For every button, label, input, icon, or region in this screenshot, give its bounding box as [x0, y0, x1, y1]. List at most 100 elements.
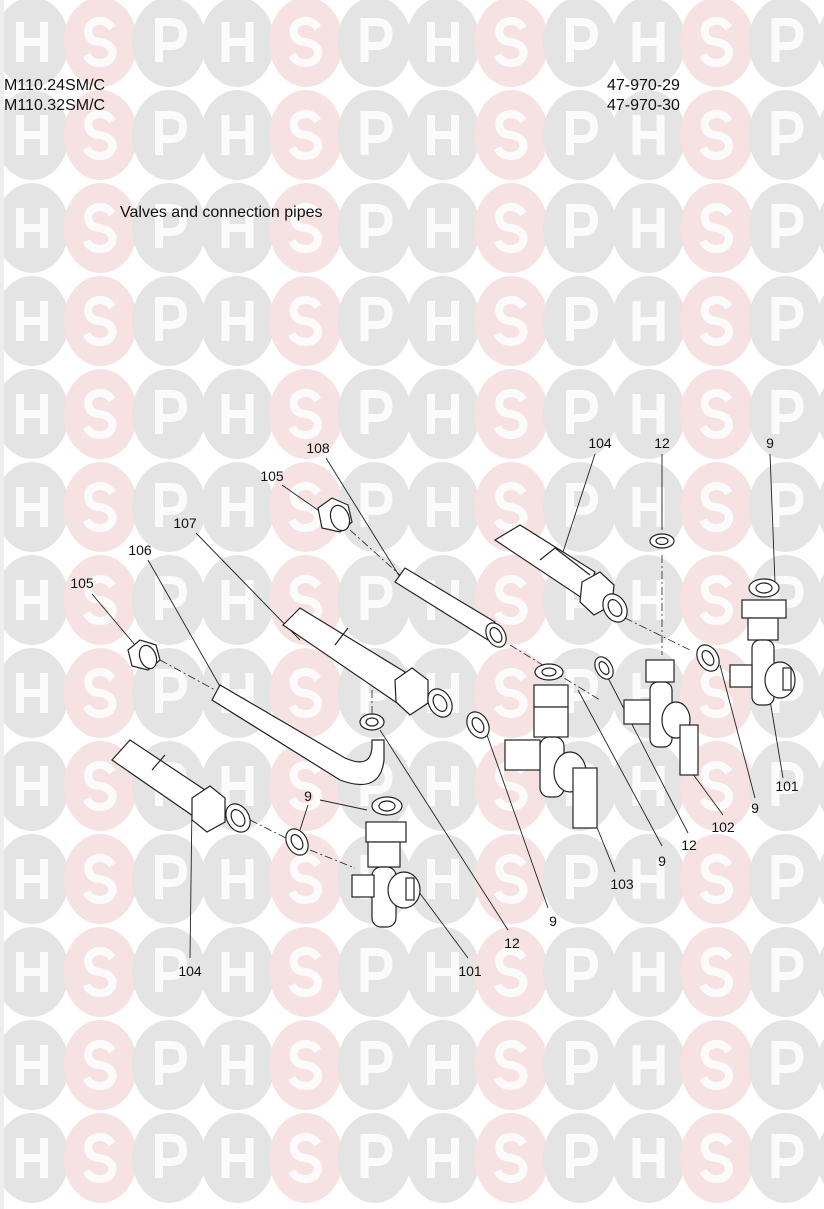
watermark-letter-h	[221, 580, 254, 620]
watermark-p-circle	[132, 276, 206, 366]
watermark-letter-p	[566, 855, 599, 899]
watermark-p-circle	[748, 741, 823, 831]
callout-108[interactable]: 108	[306, 440, 330, 456]
watermark-p-circle	[337, 90, 412, 180]
pipe-108	[394, 567, 507, 648]
watermark-s-circle	[269, 276, 343, 366]
watermark-h-circle	[817, 108, 824, 162]
watermark-s-circle	[63, 183, 138, 273]
watermark-letter-s	[493, 109, 528, 161]
watermark-p-circle	[132, 90, 206, 180]
watermark-s-circle	[269, 648, 343, 738]
callout-9-lower[interactable]: 9	[304, 788, 312, 804]
watermark-s-circle	[474, 0, 549, 87]
watermark-letter-h	[16, 208, 48, 248]
watermark-p-circle	[337, 1113, 412, 1203]
watermark-letter-s	[82, 1039, 117, 1091]
watermark-letter-h	[427, 301, 459, 341]
callout-104-lower[interactable]: 104	[178, 963, 202, 979]
watermark-letter-p	[566, 111, 599, 155]
watermark-p-circle	[748, 90, 823, 180]
watermark-p-circle	[132, 927, 206, 1017]
watermark-h-circle	[817, 1131, 824, 1185]
watermark-h-circle	[817, 852, 824, 906]
watermark-letter-h	[427, 394, 459, 434]
watermark-letter-h	[16, 301, 48, 341]
watermark-letter-p	[771, 390, 804, 434]
watermark-s-circle	[269, 90, 343, 180]
watermark-s-circle	[680, 0, 754, 87]
watermark-letter-h	[221, 859, 254, 899]
watermark-letter-h	[632, 859, 665, 899]
pipe-104-upper	[493, 524, 628, 623]
watermark-s-circle	[474, 1113, 549, 1203]
watermark-s-circle	[269, 183, 343, 273]
watermark-letter-s	[288, 481, 323, 533]
watermark-h-circle	[0, 834, 69, 924]
watermark-s-circle	[680, 462, 754, 552]
watermark-letter-p	[360, 1134, 393, 1178]
watermark-h-circle	[406, 90, 480, 180]
watermark-letter-s	[288, 1039, 323, 1091]
callout-101-lower[interactable]: 101	[458, 963, 482, 979]
callout-9-top[interactable]: 9	[766, 435, 774, 451]
callout-105-upper[interactable]: 105	[260, 468, 284, 484]
watermark-p-circle	[337, 927, 412, 1017]
watermark-p-circle	[337, 462, 412, 552]
watermark-letter-p	[566, 669, 599, 713]
watermark-h-circle	[0, 1020, 69, 1110]
watermark-s-circle	[63, 834, 138, 924]
callout-9-center[interactable]: 9	[549, 913, 557, 929]
callout-102[interactable]: 102	[711, 819, 735, 835]
callout-107[interactable]: 107	[173, 515, 197, 531]
watermark-letter-h	[427, 208, 459, 248]
valve-102	[623, 659, 699, 776]
watermark-letter-s	[699, 295, 734, 347]
valve-101-right	[729, 599, 796, 706]
pipe-106	[211, 684, 385, 786]
callout-101-right[interactable]: 101	[775, 778, 799, 794]
watermark-h-circle	[200, 834, 275, 924]
watermark-s-circle	[680, 1113, 754, 1203]
watermark-letter-h	[632, 1045, 665, 1085]
watermark-letter-s	[82, 481, 117, 533]
watermark-s-circle	[63, 276, 138, 366]
callout-104-upper[interactable]: 104	[588, 435, 612, 451]
watermark-letter-h	[221, 22, 254, 62]
watermark-s-circle	[63, 90, 138, 180]
watermark-letter-p	[566, 1041, 599, 1085]
callout-9-mid[interactable]: 9	[658, 853, 666, 869]
watermark-letter-p	[771, 1041, 804, 1085]
callout-105-left[interactable]: 105	[70, 575, 94, 591]
callout-12-lower[interactable]: 12	[504, 935, 520, 951]
callout-106[interactable]: 106	[128, 542, 152, 558]
valve-101-lower	[351, 821, 421, 928]
watermark-s-circle	[269, 1113, 343, 1203]
watermark-p-circle	[543, 834, 617, 924]
watermark-letter-p	[155, 18, 188, 62]
watermark-h-circle	[611, 555, 686, 645]
diagram-title: Valves and connection pipes	[120, 204, 323, 221]
callout-103[interactable]: 103	[610, 876, 634, 892]
watermark-letter-p	[155, 204, 188, 248]
watermark-letter-p	[566, 18, 599, 62]
watermark-letter-p	[360, 297, 393, 341]
watermark-letter-p	[155, 297, 188, 341]
watermark-s-circle	[63, 462, 138, 552]
watermark-letter-p	[155, 948, 188, 992]
watermark-letter-p	[566, 297, 599, 341]
watermark-letter-p	[155, 111, 188, 155]
watermark-letter-p	[155, 390, 188, 434]
watermark-letter-s	[699, 667, 734, 719]
watermark-letter-h	[427, 859, 459, 899]
watermark-letter-p	[771, 948, 804, 992]
callout-12-top[interactable]: 12	[654, 435, 670, 451]
watermark-letter-h	[16, 22, 48, 62]
watermark-p-circle	[132, 834, 206, 924]
watermark-letter-h	[632, 580, 665, 620]
callout-12-mid[interactable]: 12	[681, 837, 697, 853]
watermark-h-circle	[406, 834, 480, 924]
watermark-letter-h	[632, 208, 665, 248]
watermark-letter-h	[16, 766, 48, 806]
callout-9-right[interactable]: 9	[751, 800, 759, 816]
